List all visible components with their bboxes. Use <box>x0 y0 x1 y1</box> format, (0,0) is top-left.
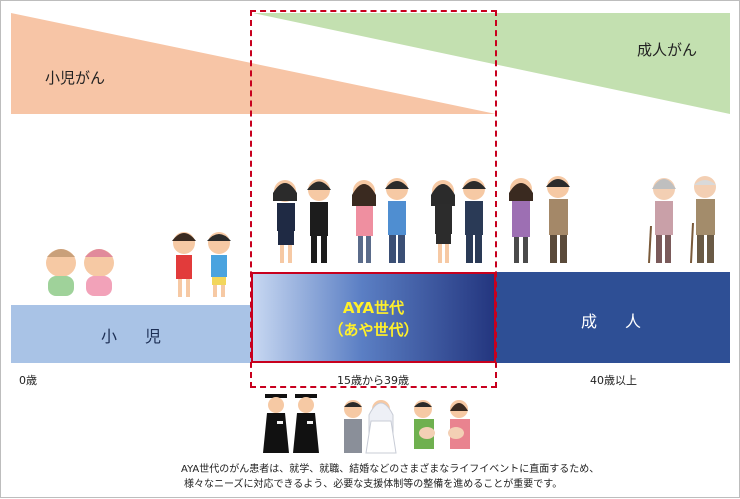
student-girl-figure <box>273 180 297 263</box>
adult-cancer-label: 成人がん <box>637 41 698 59</box>
child-girl-figure <box>172 232 196 297</box>
father-baby-figure <box>414 400 435 449</box>
graduation-figure <box>293 394 319 453</box>
age-tick-15-39: 15歳から39歳 <box>337 374 409 387</box>
baby-figure <box>84 249 114 296</box>
aya-dashed-frame <box>250 10 497 388</box>
elderly-woman-figure <box>648 178 676 264</box>
adult-age-band <box>496 272 730 363</box>
caption-line-2: 様々なニーズに対応できるよう、必要な支援体制等の整備を進めることが重要です。 <box>184 479 563 490</box>
student-boy-figure <box>307 179 331 263</box>
pediatric-cancer-label: 小児がん <box>45 69 106 87</box>
baby-figure <box>46 249 76 296</box>
aya-age-band <box>251 272 496 363</box>
aya-subtitle: （あや世代） <box>328 321 419 339</box>
adult-band-label: 成 人 <box>581 312 648 331</box>
mother-baby-figure <box>448 400 470 449</box>
bride-figure <box>365 400 397 454</box>
aya-title: AYA世代 <box>342 299 405 317</box>
age-tick-40: 40歳以上 <box>590 374 637 387</box>
young-man-figure <box>385 178 409 263</box>
age-tick-0: 0歳 <box>19 374 37 387</box>
graduation-figure <box>263 394 289 453</box>
elderly-man-figure <box>690 176 716 264</box>
caption-line-1: AYA世代のがん患者は、就学、就職、結婚などのさまざまなライフイベントに直面する… <box>181 464 600 475</box>
child-age-band <box>11 305 251 363</box>
child-boy-figure <box>207 232 231 297</box>
adult-cancer-wedge <box>253 13 730 114</box>
adult-woman-figure <box>509 178 533 263</box>
pediatric-cancer-wedge <box>11 13 496 114</box>
office-woman-figure <box>431 180 455 263</box>
young-woman-figure <box>352 180 376 263</box>
groom-figure <box>344 400 362 453</box>
child-band-label: 小 児 <box>101 327 168 346</box>
office-man-figure <box>462 178 486 263</box>
adult-man-figure <box>546 176 570 263</box>
